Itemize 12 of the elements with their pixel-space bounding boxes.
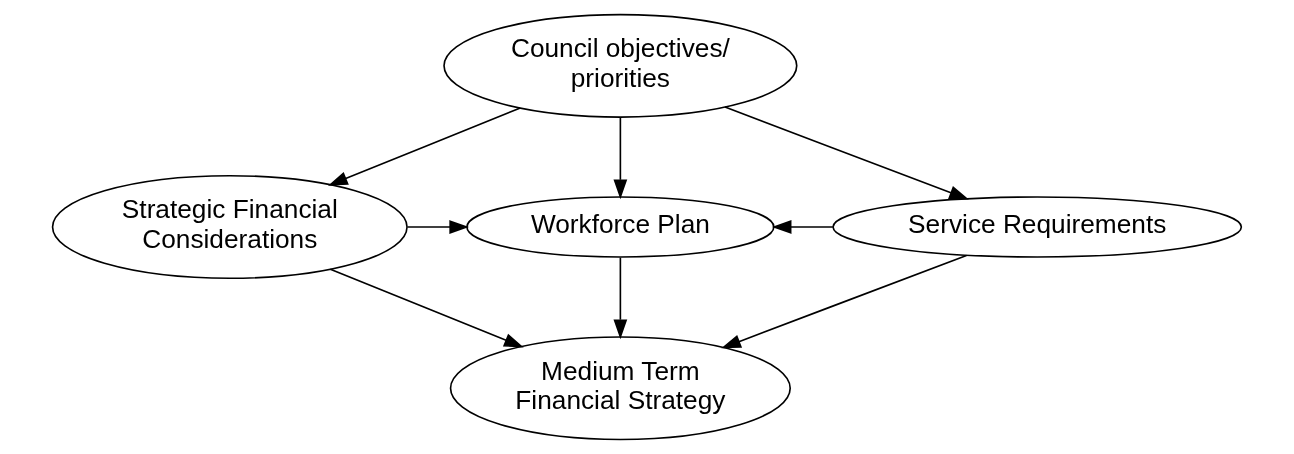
arrow [613, 256, 628, 340]
arrow [724, 106, 969, 200]
arrow [406, 220, 470, 234]
node-ellipse: Strategic Financial Considerations [51, 174, 408, 280]
node-ellipse: Workforce Plan [466, 196, 775, 258]
arrow [329, 268, 524, 348]
arrow [328, 107, 522, 186]
node-ellipse: Service Requirements [832, 196, 1243, 258]
arrow [721, 254, 968, 349]
node-ellipse: Council objectives/ priorities [443, 13, 798, 118]
arrow [771, 220, 834, 234]
arrow [613, 116, 628, 200]
